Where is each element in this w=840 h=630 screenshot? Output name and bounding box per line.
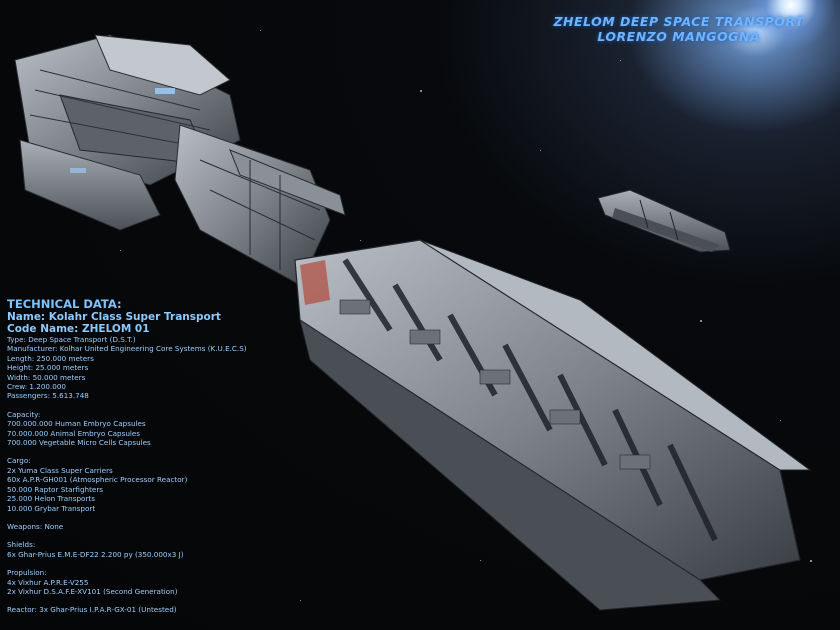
star — [480, 560, 481, 561]
spec-line: Passengers: 5.613.748 — [7, 391, 89, 401]
small-starship-illustration — [597, 189, 731, 253]
spec-line: Crew: 1.200.000 — [7, 382, 67, 392]
spec-line: 60x A.P.R-GH001 (Atmospheric Processor R… — [7, 475, 188, 485]
star — [360, 240, 361, 241]
star — [120, 250, 121, 251]
cargo-section: Cargo: 2x Yuma Class Super Carriers 60x … — [7, 456, 337, 512]
general-specs: Type: Deep Space Transport (D.S.T.) Manu… — [7, 335, 337, 401]
spec-line: 700.000.000 Human Embryo Capsules — [7, 419, 146, 429]
star — [810, 560, 812, 562]
spec-line: Weapons: None — [7, 521, 64, 531]
section-label: Shields: — [7, 540, 36, 550]
page-title: ZHELOM DEEP SPACE TRANSPORT — [553, 14, 804, 29]
spec-line: 70.000.000 Animal Embryo Capsules — [7, 428, 141, 438]
ship-code-name: Code Name: ZHELOM 01 — [7, 323, 150, 335]
spec-line: Reactor: 3x Ghar-Prius I.P.A.R-GX-01 (Un… — [7, 605, 177, 615]
star — [300, 600, 301, 601]
spec-line: 2x Yuma Class Super Carriers — [7, 465, 113, 475]
spec-line: Length: 250.000 meters — [7, 353, 94, 363]
shields-section: Shields: 6x Ghar-Prius E.M.E-DF22 2.200 … — [7, 540, 337, 559]
spec-line: 4x Vixhur A.P.R.E-V255 — [7, 577, 89, 587]
weapons-section: Weapons: None — [7, 522, 337, 531]
spec-line: 6x Ghar-Prius E.M.E-DF22 2.200 py (350.0… — [7, 549, 184, 559]
engine-glow — [155, 88, 175, 94]
technical-data-heading: TECHNICAL DATA: — [7, 297, 122, 311]
section-label: Propulsion: — [7, 568, 47, 578]
engine-glow — [70, 168, 86, 173]
reactor-section: Reactor: 3x Ghar-Prius I.P.A.R-GX-01 (Un… — [7, 605, 337, 614]
propulsion-section: Propulsion: 4x Vixhur A.P.R.E-V255 2x Vi… — [7, 568, 337, 596]
star — [260, 30, 261, 31]
spec-line: Manufacturer: Kolhar United Engineering … — [7, 344, 247, 354]
capacity-section: Capacity: 700.000.000 Human Embryo Capsu… — [7, 410, 337, 448]
star — [780, 420, 781, 421]
star — [420, 90, 422, 92]
spec-line: 2x Vixhur D.S.A.F.E-XV101 (Second Genera… — [7, 586, 178, 596]
technical-data-panel: TECHNICAL DATA: Name: Kolahr Class Super… — [7, 298, 337, 615]
spec-line: 10.000 Grybar Transport — [7, 503, 96, 513]
star — [700, 320, 702, 322]
ship-name: Name: Kolahr Class Super Transport — [7, 311, 221, 323]
spec-line: 700.000 Vegetable Micro Cells Capsules — [7, 438, 151, 448]
spec-line: 50.000 Raptor Starfighters — [7, 484, 104, 494]
star — [540, 150, 541, 151]
spec-line: Height: 25.000 meters — [7, 363, 89, 373]
star — [620, 60, 621, 61]
section-label: Capacity: — [7, 409, 41, 419]
section-label: Cargo: — [7, 456, 31, 466]
main-hull — [294, 239, 812, 611]
spec-line: Width: 50.000 meters — [7, 372, 86, 382]
spec-line: Type: Deep Space Transport (D.S.T.) — [7, 335, 136, 344]
title-block: ZHELOM DEEP SPACE TRANSPORT LORENZO MANG… — [553, 14, 804, 44]
spec-line: 25.000 Helon Transports — [7, 494, 95, 504]
author-name: LORENZO MANGOGNA — [597, 29, 761, 44]
